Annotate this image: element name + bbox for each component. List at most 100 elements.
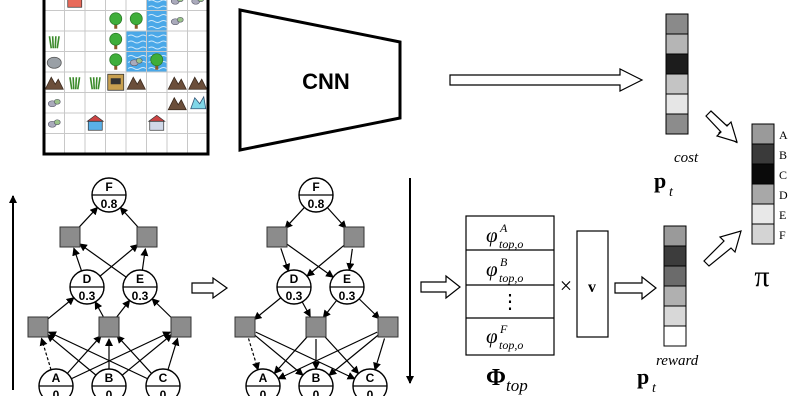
policy-letter: F [779,228,786,242]
rock-icon [47,119,61,128]
cost-vector-cell [665,33,689,55]
grass-icon [48,36,60,49]
tree-icon [129,12,143,29]
node-value: 0.3 [339,289,356,303]
tree-node-b: B0 [298,368,334,396]
option-node [377,316,399,338]
rock-icon [191,0,204,5]
reward-label-main: p [637,364,649,389]
tree-edge [247,338,260,371]
tree-edge [47,331,148,380]
phi-table: φ A top,o φ B top,o ⋮ φ F top,o [465,215,555,356]
reward-vector-cell [663,225,687,247]
node-letter: F [105,180,112,194]
phi-row-ellipsis: ⋮ [500,291,520,313]
v-vector: v [576,230,609,338]
reward-vector-cell [663,265,687,287]
tree-edge [273,335,309,375]
rock-icon [129,57,143,67]
times-symbol: × [560,273,572,298]
node-letter: C [366,371,375,385]
node-letter: E [343,272,351,286]
tree-edge [66,335,102,374]
tree-edge [326,207,347,229]
policy-label: π [754,260,769,293]
tree-edge [94,301,104,317]
tree-edge [277,331,378,380]
tree-edge [72,247,83,272]
node-letter: D [290,272,299,286]
phi-table-label-main: Φ [486,365,506,391]
tree-icon [109,32,123,50]
tree-edge [77,206,99,229]
tree-edge [46,334,97,376]
v-label: v [588,279,596,296]
policy-vector-cell [751,183,775,205]
mountain-icon [44,76,64,90]
tree-edge [373,338,386,371]
policy-letter: D [779,188,788,202]
tree-node-c: C0 [352,368,388,396]
node-value: 0 [313,388,320,396]
cost-to-policy-arrow [705,110,738,144]
tree-node-b: B0 [91,368,127,396]
ellipsis: ⋮ [500,291,520,313]
node-value: 0.8 [308,197,325,211]
tree-edge [253,334,304,376]
cost-label-sub: t [669,185,674,200]
phi-sub: top,o [499,338,523,352]
tree-edge [151,298,173,320]
node-letter: F [312,180,319,194]
node-value: 0.3 [132,289,149,303]
cost-vector-cell [665,13,689,35]
phi-symbol: φ [486,257,498,281]
tree-node-c: C0 [145,368,181,396]
robot-icon [107,73,125,91]
policy-letter: E [779,208,786,222]
node-letter: A [259,371,268,385]
tree-edge [358,298,381,320]
tree-edge [280,248,291,272]
node-value: 0 [260,388,267,396]
tree-edge [328,334,380,376]
cost-label-main: p [654,168,666,193]
tree-icon [109,12,123,29]
tree-edge [284,207,305,229]
mountain-icon [188,76,208,90]
tree-edge [286,243,334,278]
node-letter: B [312,371,321,385]
cost-vector-cell [665,93,689,115]
node-value: 0.3 [286,289,303,303]
option-node [136,226,158,248]
phi-sup: A [499,221,508,235]
option-node [305,316,327,338]
option-node [27,316,49,338]
reward-vector-cell [663,325,687,347]
policy-letter: B [779,148,787,162]
tree-edge [39,337,52,370]
phi-row-f: φ F top,o [486,322,523,352]
phi-symbol: φ [486,223,498,247]
node-value: 0.3 [79,289,96,303]
phi-sub: top,o [499,237,523,251]
rock-icon [47,98,61,108]
phi-sub: top,o [499,271,523,285]
tree-node-f: F0.8 [91,177,127,213]
tree-edge [115,299,131,318]
reward-vector-cell [663,285,687,307]
v-to-reward-arrow [614,275,657,301]
phi-symbol: φ [486,324,498,348]
option-node [343,226,365,248]
node-value: 0 [53,388,60,396]
cost-vector [665,13,689,135]
policy-vector-cell [751,163,775,185]
reward-label-sub: t [652,381,657,396]
tree-edge [322,300,338,319]
tree-edge [140,247,149,271]
reward-to-policy-arrow [703,230,742,267]
mountain-icon [167,96,187,111]
option-node [98,316,120,338]
